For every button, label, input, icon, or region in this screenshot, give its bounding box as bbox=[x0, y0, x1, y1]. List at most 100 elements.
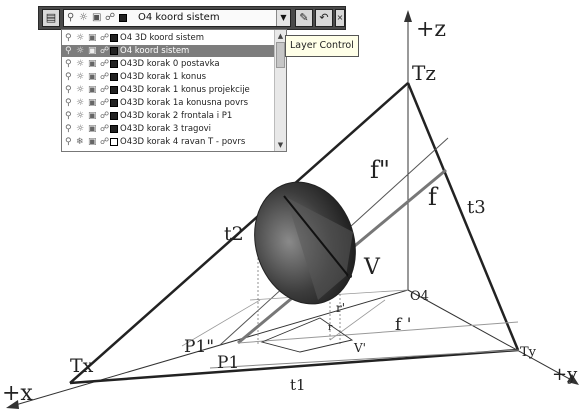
bulb-icon[interactable]: ⚲ bbox=[65, 33, 72, 43]
label-tz: Tz bbox=[412, 61, 436, 85]
viewport-icon[interactable]: ▣ bbox=[88, 59, 97, 69]
color-swatch[interactable] bbox=[110, 34, 118, 42]
layer-name: O43D korak 1 konus projekcije bbox=[120, 85, 250, 95]
label-v: V bbox=[363, 255, 381, 280]
layer-control-combo[interactable]: ⚲ ☼ ▣ ☍ O4 koord sistem ▼ bbox=[63, 9, 291, 27]
layer-name: O43D korak 3 tragovi bbox=[120, 124, 212, 134]
lock-icon[interactable]: ☍ bbox=[100, 85, 110, 95]
list-item[interactable]: ⚲ ☼ ▣ ☍ O43D korak 3 tragovi bbox=[62, 123, 274, 135]
label-f-single: f ' bbox=[395, 315, 411, 335]
label-t2: t2 bbox=[224, 223, 244, 245]
viewport-freeze-icon[interactable]: ▣ bbox=[92, 12, 102, 23]
frontal-f-single-b bbox=[237, 321, 519, 344]
color-swatch[interactable] bbox=[110, 60, 118, 68]
sun-icon[interactable]: ☼ bbox=[76, 72, 85, 82]
bulb-icon[interactable]: ⚲ bbox=[65, 124, 72, 134]
bulb-icon[interactable]: ⚲ bbox=[65, 59, 72, 69]
list-item[interactable]: ⚲ ☼ ▣ ☍ O4 3D koord sistem bbox=[62, 32, 274, 44]
lock-icon[interactable]: ☍ bbox=[105, 12, 116, 23]
viewport-icon[interactable]: ▣ bbox=[88, 46, 97, 56]
list-item[interactable]: ⚲ ❄ ▣ ☍ O43D korak 4 ravan T - povrs bbox=[62, 136, 274, 148]
label-f: f bbox=[428, 183, 439, 211]
label-origin: O4 bbox=[410, 289, 429, 304]
scroll-down-icon[interactable]: ▼ bbox=[277, 141, 284, 149]
snowflake-icon[interactable]: ❄ bbox=[76, 137, 84, 147]
scroll-up-icon[interactable]: ▲ bbox=[277, 32, 284, 40]
previous-layer-icon[interactable]: ↶ bbox=[315, 9, 333, 27]
sun-icon[interactable]: ☼ bbox=[76, 124, 85, 134]
list-item[interactable]: ⚲ ☼ ▣ ☍ O43D korak 2 frontala i P1 bbox=[62, 110, 274, 122]
sun-icon[interactable]: ☼ bbox=[76, 46, 85, 56]
color-swatch[interactable] bbox=[110, 86, 118, 94]
label-ty: Ty bbox=[520, 345, 537, 360]
viewport-icon[interactable]: ▣ bbox=[88, 111, 97, 121]
layer-toolbar: ▤ ⚲ ☼ ▣ ☍ O4 koord sistem ▼ ✎ ↶ × bbox=[38, 6, 346, 30]
color-swatch[interactable] bbox=[110, 125, 118, 133]
construction-line bbox=[329, 299, 386, 341]
label-tx: Tx bbox=[70, 355, 94, 377]
lock-icon[interactable]: ☍ bbox=[100, 33, 110, 43]
bulb-icon[interactable]: ⚲ bbox=[65, 85, 72, 95]
bulb-icon[interactable]: ⚲ bbox=[65, 46, 72, 56]
label-t3: t3 bbox=[467, 197, 486, 218]
scrollbar-thumb[interactable] bbox=[276, 42, 285, 68]
make-current-icon[interactable]: ✎ bbox=[295, 9, 313, 27]
layer-dropdown-list[interactable]: ⚲ ☼ ▣ ☍ O4 3D koord sistem ⚲ ☼ ▣ ☍ O4 ko… bbox=[61, 29, 287, 152]
apex-v bbox=[348, 274, 352, 278]
sun-icon[interactable]: ☼ bbox=[76, 85, 85, 95]
label-v-single: V' bbox=[353, 341, 366, 355]
bulb-icon[interactable]: ⚲ bbox=[65, 98, 72, 108]
label-f-double: f" bbox=[370, 156, 390, 184]
viewport-icon[interactable]: ▣ bbox=[88, 137, 97, 147]
freeze-sun-icon[interactable]: ☼ bbox=[79, 12, 88, 23]
lock-icon[interactable]: ☍ bbox=[100, 111, 110, 121]
lock-icon[interactable]: ☍ bbox=[100, 46, 110, 56]
list-scrollbar[interactable]: ▲ ▼ bbox=[274, 30, 286, 151]
viewport-icon[interactable]: ▣ bbox=[88, 72, 97, 82]
list-item[interactable]: ⚲ ☼ ▣ ☍ O43D korak 1 konus projekcije bbox=[62, 84, 274, 96]
color-swatch[interactable] bbox=[110, 112, 118, 120]
list-item[interactable]: ⚲ ☼ ▣ ☍ O4 koord sistem bbox=[62, 45, 274, 57]
sun-icon[interactable]: ☼ bbox=[76, 33, 85, 43]
trace-t3 bbox=[406, 82, 520, 351]
sun-icon[interactable]: ☼ bbox=[76, 111, 85, 121]
label-t1: t1 bbox=[290, 376, 306, 394]
sun-icon[interactable]: ☼ bbox=[76, 59, 85, 69]
layer-name: O43D korak 4 ravan T - povrs bbox=[120, 137, 246, 147]
color-swatch[interactable] bbox=[110, 99, 118, 107]
cone-surface bbox=[286, 197, 353, 300]
label-z-axis: +z bbox=[416, 17, 446, 42]
list-item[interactable]: ⚲ ☼ ▣ ☍ O43D korak 1a konusna povrs bbox=[62, 97, 274, 109]
lock-icon[interactable]: ☍ bbox=[100, 137, 110, 147]
color-swatch[interactable] bbox=[110, 138, 118, 146]
x-axis bbox=[11, 289, 409, 407]
list-item[interactable]: ⚲ ☼ ▣ ☍ O43D korak 0 postavka bbox=[62, 58, 274, 70]
on-off-bulb-icon[interactable]: ⚲ bbox=[67, 12, 75, 23]
chevron-down-icon[interactable]: ▼ bbox=[276, 10, 290, 26]
sun-icon[interactable]: ☼ bbox=[76, 98, 85, 108]
trace-t1 bbox=[69, 348, 519, 385]
viewport-icon[interactable]: ▣ bbox=[88, 124, 97, 134]
color-swatch[interactable] bbox=[110, 73, 118, 81]
bulb-icon[interactable]: ⚲ bbox=[65, 111, 72, 121]
layer-color-swatch[interactable] bbox=[119, 14, 127, 22]
lock-icon[interactable]: ☍ bbox=[100, 72, 110, 82]
label-p1: P1 bbox=[217, 353, 239, 373]
close-icon[interactable]: × bbox=[335, 9, 345, 27]
label-y-axis: +y bbox=[552, 364, 578, 385]
viewport-icon[interactable]: ▣ bbox=[88, 98, 97, 108]
cone-base-projection bbox=[260, 317, 354, 353]
layer-properties-icon[interactable]: ▤ bbox=[42, 9, 60, 27]
color-swatch[interactable] bbox=[110, 47, 118, 55]
lock-icon[interactable]: ☍ bbox=[100, 124, 110, 134]
list-item[interactable]: ⚲ ☼ ▣ ☍ O43D korak 1 konus bbox=[62, 71, 274, 83]
lock-icon[interactable]: ☍ bbox=[100, 98, 110, 108]
bulb-icon[interactable]: ⚲ bbox=[65, 72, 72, 82]
lock-icon[interactable]: ☍ bbox=[100, 59, 110, 69]
bulb-icon[interactable]: ⚲ bbox=[65, 137, 72, 147]
viewport-icon[interactable]: ▣ bbox=[88, 85, 97, 95]
current-layer-name: O4 koord sistem bbox=[138, 12, 220, 23]
layer-name: O4 koord sistem bbox=[120, 46, 190, 56]
viewport-icon[interactable]: ▣ bbox=[88, 33, 97, 43]
